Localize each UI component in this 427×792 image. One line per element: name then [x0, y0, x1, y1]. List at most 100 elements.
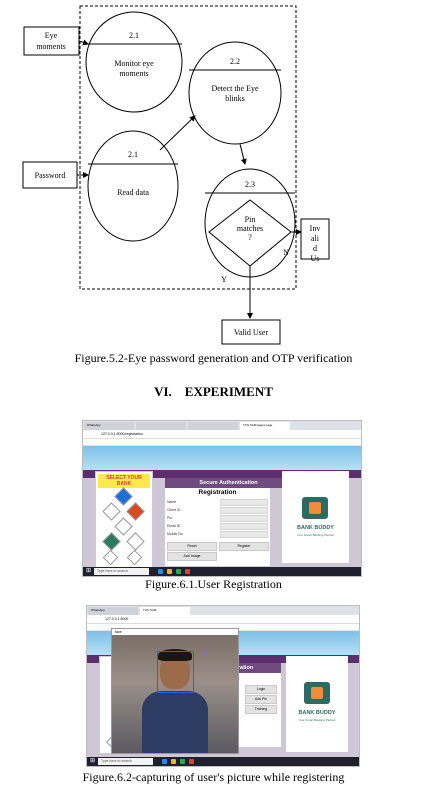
app-icon[interactable] — [162, 759, 167, 764]
svg-text:Monitor eye: Monitor eye — [114, 59, 154, 68]
folder-icon[interactable] — [167, 569, 172, 574]
svg-text:Pin: Pin — [245, 215, 256, 224]
browser-tab[interactable]: WhatsApp — [84, 422, 134, 430]
bank-icon — [311, 687, 323, 699]
chrome-icon[interactable] — [185, 569, 190, 574]
address-bar[interactable]: 127.0.0.1:5000/registration — [83, 430, 361, 439]
section-title: EXPERIMENT — [184, 384, 273, 399]
valid-user-box — [221, 319, 281, 345]
yes-label: Y — [221, 275, 227, 284]
svg-text:blinks: blinks — [225, 94, 245, 103]
svg-text:?: ? — [248, 233, 252, 242]
field-label: Mobile No — [167, 532, 183, 536]
select-bank-card: SELECT YOUR BANK — [95, 471, 153, 569]
browser-tab[interactable] — [136, 422, 186, 430]
user-shirt — [142, 691, 208, 753]
bank-icon[interactable] — [126, 532, 145, 551]
taskbar-search[interactable]: Type here to search — [98, 758, 153, 765]
no-label: N — [283, 248, 289, 257]
camera-window: face — [111, 628, 239, 754]
select-bank-title: SELECT YOUR BANK — [98, 474, 150, 488]
figure-5-2-caption: Figure.5.2-Eye password generation and O… — [74, 351, 353, 365]
brand-subtitle: Your Smart Banking Partner — [296, 533, 335, 537]
brand-card: BANK BUDDY Your Smart Banking Partner — [286, 656, 348, 752]
figure-6-2-caption: Figure.6.2-capturing of user's picture w… — [82, 770, 345, 784]
brand-title: BANK BUDDY — [297, 525, 334, 531]
register-button[interactable]: Register — [219, 542, 269, 551]
svg-text:2.3: 2.3 — [245, 180, 255, 189]
email-input[interactable] — [220, 523, 268, 530]
system-boundary — [79, 5, 297, 290]
svg-text:Inv: Inv — [310, 224, 321, 233]
app-icon[interactable] — [180, 759, 185, 764]
section-number: VI. — [154, 384, 172, 399]
eye-moments-box — [23, 26, 80, 56]
invalid-user-box — [300, 218, 330, 260]
field-label: Name — [167, 500, 177, 504]
bank-icon — [309, 502, 321, 514]
bookmarks-bar — [83, 439, 361, 446]
password-box — [22, 161, 78, 189]
form-title: Registration — [198, 489, 237, 496]
eye-moments-label-1: Eye — [45, 31, 58, 40]
windows-taskbar: ⊞ Type here to search — [83, 567, 361, 576]
name-input[interactable] — [220, 499, 268, 506]
brand-card: BANK BUDDY Your Smart Banking Partner — [282, 471, 349, 563]
password-label: Password — [35, 171, 66, 180]
windows-start-icon[interactable]: ⊞ — [89, 758, 96, 764]
app-icon[interactable] — [176, 569, 181, 574]
reset-button[interactable]: Reset — [167, 542, 217, 551]
pin-input[interactable] — [220, 515, 268, 522]
process-monitor-id: 2.1 — [129, 31, 139, 40]
windows-start-icon[interactable]: ⊞ — [85, 568, 92, 574]
client-id-input[interactable] — [220, 507, 268, 514]
add-image-button[interactable]: Add Image — [167, 552, 217, 561]
bank-icon[interactable] — [126, 502, 145, 521]
bank-icon[interactable] — [114, 487, 133, 506]
taskbar-search[interactable]: Type here to search — [94, 568, 149, 575]
svg-text:Valid User: Valid User — [234, 328, 268, 337]
field-label: Pin — [167, 516, 173, 520]
svg-text:2.1: 2.1 — [128, 150, 138, 159]
browser-tabbar: WhatsApp TCS SAM Agent page — [83, 421, 361, 430]
browser-tabbar: WhatsApp TCS SAM — [87, 606, 359, 615]
windows-taskbar: ⊞ Type here to search — [87, 757, 359, 766]
panel-header: Secure Authentication — [165, 478, 292, 488]
section-heading: VI. EXPERIMENT — [0, 384, 427, 400]
login-button[interactable]: Login — [245, 685, 277, 694]
bank-icon[interactable] — [102, 502, 121, 521]
svg-text:matches: matches — [237, 224, 263, 233]
bank-icon[interactable] — [114, 517, 133, 536]
svg-text:d: d — [313, 244, 317, 253]
process-read-data — [87, 130, 179, 242]
browser-tab-active[interactable]: TCS SAM — [140, 607, 190, 615]
field-label: Email ID — [167, 524, 181, 528]
app-icon[interactable] — [158, 569, 163, 574]
chrome-icon[interactable] — [189, 759, 194, 764]
flow-diagram: Eye moments Password 2.1 Monitor eye mom… — [0, 0, 427, 350]
header-banner — [83, 446, 361, 470]
address-bar[interactable]: 127.0.0.1:5000 — [87, 615, 359, 624]
screenshot-capture: WhatsApp TCS SAM 127.0.0.1:5000 stration… — [86, 605, 360, 767]
folder-icon[interactable] — [171, 759, 176, 764]
bank-icon[interactable] — [102, 532, 121, 551]
figure-6-1-caption: Figure.6.1.User Registration — [145, 577, 282, 591]
svg-text:2.2: 2.2 — [230, 57, 240, 66]
user-hair — [158, 649, 192, 661]
svg-text:Us: Us — [311, 254, 320, 263]
process-detect-blinks — [188, 41, 282, 145]
training-button[interactable]: Training — [245, 705, 277, 714]
bank-icon[interactable] — [126, 549, 143, 566]
panel-header: stration — [227, 663, 281, 673]
process-monitor-eye — [85, 11, 183, 113]
face-detection-box — [157, 651, 194, 693]
add-pin-button[interactable]: Add Pin — [245, 695, 277, 704]
mobile-input[interactable] — [220, 531, 268, 538]
svg-text:Detect the Eye: Detect the Eye — [211, 84, 259, 93]
browser-tab[interactable]: WhatsApp — [88, 607, 138, 615]
eye-moments-label-2: moments — [36, 42, 65, 51]
browser-tab[interactable] — [188, 422, 238, 430]
browser-tab-active[interactable]: TCS SAM Agent page — [240, 422, 290, 430]
purple-band — [83, 470, 361, 478]
bank-icon[interactable] — [102, 549, 119, 566]
